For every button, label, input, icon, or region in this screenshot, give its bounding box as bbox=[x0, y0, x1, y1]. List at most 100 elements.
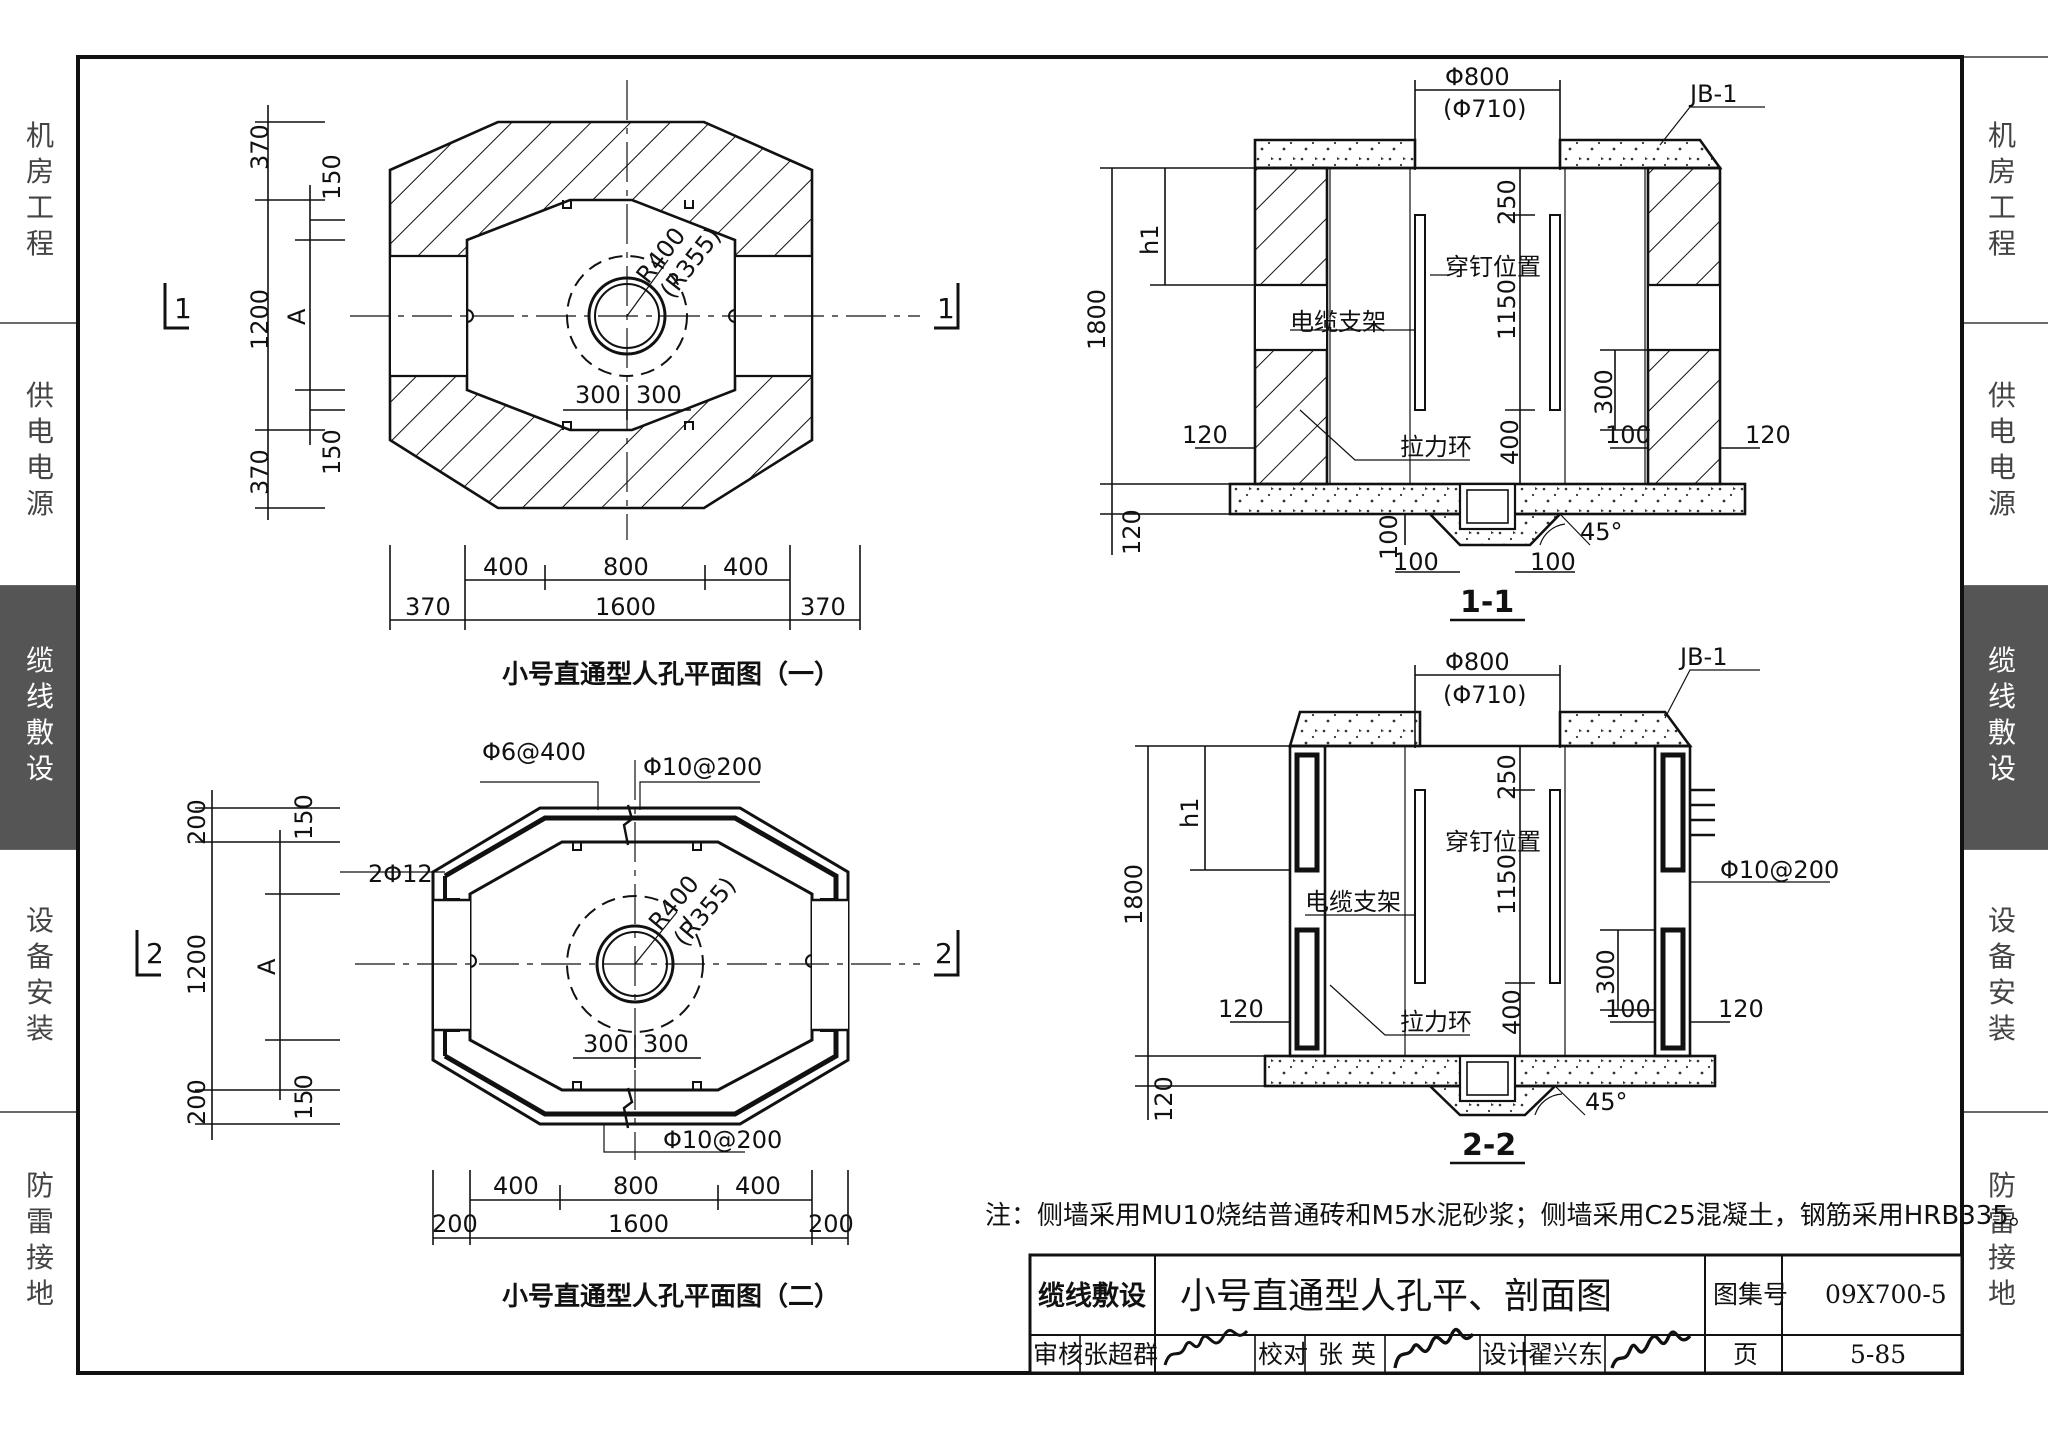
s1-caption: 1-1 bbox=[1460, 585, 1514, 620]
right-sidebar: 机房工程 供电电源 缆线敷设 设备安装 防雷接地 bbox=[1962, 56, 2048, 1310]
drawing-frame bbox=[76, 55, 1964, 1375]
plan1-dim-center: 800 bbox=[603, 553, 649, 581]
plan2-dim-top-wall: 200 bbox=[183, 799, 211, 845]
s2-ring-label: 拉力环 bbox=[1400, 1008, 1472, 1036]
plan2-rebar-top2: Φ10@200 bbox=[643, 753, 762, 781]
plan2-section-mark-left: 2 bbox=[146, 937, 164, 970]
s1-angle: 45° bbox=[1580, 518, 1623, 546]
plan2-dim-a: A bbox=[253, 958, 281, 975]
plan2-rebar-side: 2Φ12 bbox=[368, 860, 433, 888]
s2-dim-100: 100 bbox=[1605, 995, 1651, 1023]
s1-sump-right: 100 bbox=[1530, 548, 1576, 576]
s1-mid: 1150 bbox=[1493, 279, 1521, 340]
tb-category: 缆线敷设 bbox=[1038, 1280, 1146, 1312]
s2-top: 250 bbox=[1493, 754, 1521, 800]
s1-ring-label: 拉力环 bbox=[1400, 433, 1472, 461]
s2-rebar: Φ10@200 bbox=[1720, 856, 1839, 884]
sidebar-left-tab-3[interactable]: 缆线敷设 bbox=[26, 644, 54, 785]
tb-check-label: 校对 bbox=[1258, 1340, 1308, 1369]
plan1-dim-right: 400 bbox=[723, 553, 769, 581]
s2-h1: h1 bbox=[1176, 798, 1204, 828]
s2-nail-label: 穿钉位置 bbox=[1445, 828, 1541, 856]
plan1-dim-mid: 1200 bbox=[246, 289, 274, 350]
s2-bot: 400 bbox=[1498, 989, 1526, 1035]
plan2-dim-300-right: 300 bbox=[643, 1030, 689, 1058]
s2-base: 120 bbox=[1150, 1076, 1178, 1122]
title-block: 缆线敷设 小号直通型人孔平、剖面图 图集号 09X700-5 审核 张超群 校对… bbox=[1028, 1253, 1964, 1375]
plan2-dim-wall-right: 200 bbox=[808, 1210, 854, 1238]
tb-title: 小号直通型人孔平、剖面图 bbox=[1180, 1276, 1612, 1317]
s1-opening: Φ800 bbox=[1445, 63, 1510, 91]
plan2-dim-mid: 1200 bbox=[183, 934, 211, 995]
s1-cover: JB-1 bbox=[1688, 80, 1737, 108]
s2-angle: 45° bbox=[1585, 1088, 1628, 1116]
s1-bot: 400 bbox=[1496, 419, 1524, 465]
s2-height: 1800 bbox=[1120, 864, 1148, 925]
plan-view-1: R400 (R355) 300 300 1 1 370 150 1200 A 1… bbox=[163, 80, 960, 690]
s2-dim-300: 300 bbox=[1592, 949, 1620, 995]
sidebar-left-tab-5[interactable]: 防雷接地 bbox=[26, 1169, 54, 1310]
s1-sump-left: 100 bbox=[1393, 548, 1439, 576]
plan1-dim-bot-wall: 370 bbox=[246, 449, 274, 495]
plan1-caption: 小号直通型人孔平面图（一） bbox=[502, 660, 840, 690]
s2-opening: Φ800 bbox=[1445, 648, 1510, 676]
s1-dim-120-left: 120 bbox=[1182, 421, 1228, 449]
s2-dim-120-left: 120 bbox=[1218, 995, 1264, 1023]
sidebar-right-tab-4[interactable]: 设备安装 bbox=[1988, 904, 2016, 1045]
plan1-section-mark-left: 1 bbox=[174, 292, 192, 325]
tb-designer-signature bbox=[1610, 1330, 1692, 1369]
s1-opening-inner: (Φ710) bbox=[1443, 95, 1526, 123]
plan1-dim-bot-gap: 150 bbox=[318, 429, 346, 475]
s1-h1: h1 bbox=[1136, 225, 1164, 255]
s1-nail-label: 穿钉位置 bbox=[1445, 253, 1541, 281]
plan1-dim-top-gap: 150 bbox=[318, 154, 346, 200]
s1-height: 1800 bbox=[1083, 289, 1111, 350]
s1-sump-depth: 100 bbox=[1375, 514, 1403, 560]
section-view-1-1: Φ800 (Φ710) JB-1 h1 1800 120 250 1150 40… bbox=[1083, 63, 1791, 622]
sidebar-right-tab-2[interactable]: 供电电源 bbox=[1988, 379, 2016, 520]
tb-design-label: 设计 bbox=[1482, 1340, 1532, 1369]
plan2-caption: 小号直通型人孔平面图（二） bbox=[502, 1282, 840, 1312]
plan1-dim-wall-right: 370 bbox=[800, 593, 846, 621]
plan2-dim-center: 800 bbox=[613, 1172, 659, 1200]
plan2-section-mark-right: 2 bbox=[935, 937, 953, 970]
plan1-dim-a: A bbox=[283, 308, 311, 325]
sidebar-left-tab-1[interactable]: 机房工程 bbox=[26, 119, 54, 260]
plan1-dim-top-wall: 370 bbox=[246, 124, 274, 170]
sidebar-right-tab-1[interactable]: 机房工程 bbox=[1988, 119, 2016, 260]
tb-review-label: 审核 bbox=[1033, 1340, 1083, 1369]
plan1-dim-wall-left: 370 bbox=[405, 593, 451, 621]
s1-dim-120-right: 120 bbox=[1745, 421, 1791, 449]
tb-designer: 翟兴东 bbox=[1528, 1340, 1603, 1369]
sidebar-left-tab-2[interactable]: 供电电源 bbox=[26, 379, 54, 520]
plan2-dim-right: 400 bbox=[735, 1172, 781, 1200]
plan1-dim-span: 1600 bbox=[595, 593, 656, 621]
tb-page-no: 5-85 bbox=[1850, 1340, 1906, 1369]
plan1-dim-300-left: 300 bbox=[575, 381, 621, 409]
sidebar-right-tab-5[interactable]: 防雷接地 bbox=[1988, 1169, 2016, 1310]
plan2-dim-bot-gap: 150 bbox=[290, 1074, 318, 1120]
section-view-2-2: Φ800 (Φ710) JB-1 h1 1800 120 250 1150 40… bbox=[1120, 643, 1839, 1165]
plan2-rebar-top: Φ6@400 bbox=[482, 738, 586, 766]
tb-page-label: 页 bbox=[1733, 1340, 1758, 1369]
plan2-dim-bot-wall: 200 bbox=[183, 1079, 211, 1125]
s2-caption: 2-2 bbox=[1462, 1128, 1516, 1163]
left-sidebar: 机房工程 供电电源 缆线敷设 设备安装 防雷接地 bbox=[0, 119, 76, 1310]
sidebar-right-tab-3[interactable]: 缆线敷设 bbox=[1988, 644, 2016, 785]
s1-top: 250 bbox=[1493, 179, 1521, 225]
plan2-dim-left: 400 bbox=[493, 1172, 539, 1200]
s2-dim-120-right: 120 bbox=[1718, 995, 1764, 1023]
tb-atlas-no: 09X700-5 bbox=[1825, 1280, 1947, 1309]
tb-reviewer-signature bbox=[1163, 1329, 1249, 1366]
s2-mid: 1150 bbox=[1493, 854, 1521, 915]
plan2-dim-span: 1600 bbox=[608, 1210, 669, 1238]
s1-dim-100: 100 bbox=[1605, 421, 1651, 449]
plan2-dim-300-left: 300 bbox=[583, 1030, 629, 1058]
tb-reviewer: 张超群 bbox=[1083, 1340, 1158, 1369]
s2-opening-inner: (Φ710) bbox=[1443, 681, 1526, 709]
s1-dim-300: 300 bbox=[1590, 369, 1618, 415]
sidebar-left-tab-4[interactable]: 设备安装 bbox=[26, 904, 54, 1045]
s2-cover: JB-1 bbox=[1678, 643, 1727, 671]
plan1-section-mark-right: 1 bbox=[937, 292, 955, 325]
